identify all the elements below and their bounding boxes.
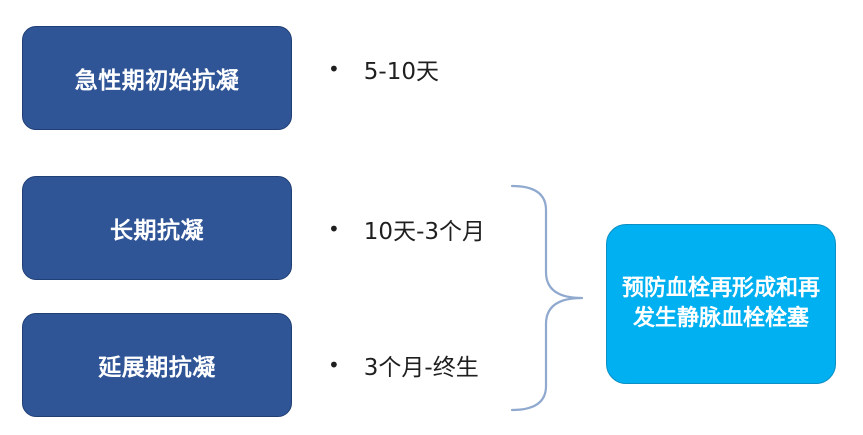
goal-box: 预防血栓再形成和再发生静脉血栓栓塞	[606, 224, 836, 384]
phase-label-extended: 延展期抗凝	[98, 355, 216, 381]
duration-text-extended: 3个月-终生	[363, 355, 479, 381]
phase-box-extended: 延展期抗凝	[22, 313, 292, 417]
phase-label-acute: 急性期初始抗凝	[74, 68, 240, 94]
duration-item-acute: • 5-10天	[328, 54, 439, 85]
bullet-icon: •	[328, 57, 340, 81]
phase-box-long-term: 长期抗凝	[22, 176, 292, 280]
bullet-icon: •	[328, 353, 340, 377]
phase-box-acute: 急性期初始抗凝	[22, 26, 292, 130]
duration-item-extended: • 3个月-终生	[328, 350, 479, 381]
duration-item-long-term: • 10天-3个月	[328, 214, 485, 245]
bullet-icon: •	[328, 217, 340, 241]
goal-text: 预防血栓再形成和再发生静脉血栓栓塞	[621, 276, 820, 331]
duration-text-acute: 5-10天	[363, 59, 439, 85]
phase-label-long-term: 长期抗凝	[110, 218, 204, 244]
curly-brace-icon	[510, 184, 584, 412]
duration-text-long-term: 10天-3个月	[363, 219, 485, 245]
